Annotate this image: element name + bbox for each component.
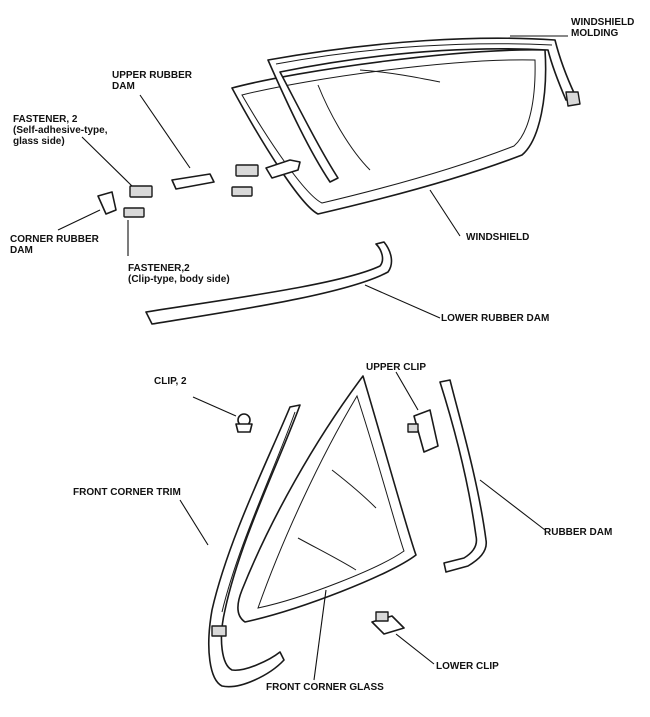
- clip: [235, 413, 253, 433]
- front-corner-glass-label: FRONT CORNER GLASS: [266, 682, 384, 693]
- fastener-glass-side-label-line3: glass side): [13, 136, 65, 147]
- corner-rubber-dam-label: CORNER RUBBER DAM: [10, 234, 99, 256]
- upper-clip: [407, 409, 439, 453]
- windshield-label-text: WINDSHIELD: [466, 232, 530, 243]
- fastener-body-side-label: FASTENER,2 (Clip-type, body side): [128, 263, 230, 285]
- lower-rubber-dam: [145, 241, 393, 325]
- windshield-molding: [267, 37, 581, 183]
- corner-rubber-dam: [97, 191, 117, 215]
- fastener-glass-side-label-line2: (Self-adhesive-type,: [13, 125, 108, 136]
- upper-rubber-dam-label-line1: UPPER RUBBER: [112, 70, 193, 81]
- corner-rubber-dam-label-line2: DAM: [10, 245, 33, 256]
- rubber-dam-label: RUBBER DAM: [544, 527, 612, 538]
- fastener-body-side-label-line1: FASTENER,2: [128, 263, 190, 274]
- upper-rubber-dam-label-line2: DAM: [112, 81, 135, 92]
- front-corner-trim-label: FRONT CORNER TRIM: [73, 487, 181, 498]
- lower-rubber-dam-label-text: LOWER RUBBER DAM: [441, 313, 550, 324]
- windshield-molding-label-line1: WINDSHIELD: [571, 17, 635, 28]
- fastener-glass-side-label: FASTENER, 2 (Self-adhesive-type, glass s…: [13, 114, 107, 147]
- leader-lines: [57, 35, 568, 681]
- windshield-molding-label: WINDSHIELD MOLDING: [571, 17, 634, 39]
- windshield-label: WINDSHIELD: [466, 232, 529, 243]
- front-corner-trim-label-text: FRONT CORNER TRIM: [73, 487, 181, 498]
- upper-rubber-dam-label: UPPER RUBBER DAM: [112, 70, 192, 92]
- fastener-body-side: [123, 186, 253, 218]
- lower-clip-label-text: LOWER CLIP: [436, 661, 499, 672]
- fastener-glass-side: [129, 159, 301, 198]
- upper-clip-label-text: UPPER CLIP: [366, 362, 427, 373]
- windshield-molding-label-line2: MOLDING: [571, 28, 619, 39]
- front-corner-glass-label-text: FRONT CORNER GLASS: [266, 682, 384, 693]
- lower-clip-label: LOWER CLIP: [436, 661, 499, 672]
- front-corner-glass: [237, 375, 417, 623]
- lower-clip: [371, 611, 405, 635]
- front-corner-trim: [208, 404, 301, 688]
- side-rubber-dam: [439, 379, 488, 573]
- upper-rubber-dam: [171, 173, 215, 190]
- windshield: [231, 49, 547, 215]
- lower-rubber-dam-label: LOWER RUBBER DAM: [441, 313, 549, 324]
- fastener-body-side-label-line2: (Clip-type, body side): [128, 274, 230, 285]
- fastener-glass-side-label-line1: FASTENER, 2: [13, 114, 78, 125]
- rubber-dam-label-text: RUBBER DAM: [544, 527, 613, 538]
- corner-rubber-dam-label-line1: CORNER RUBBER: [10, 234, 99, 245]
- upper-clip-label: UPPER CLIP: [366, 362, 426, 373]
- clip-label-text: CLIP, 2: [154, 376, 187, 387]
- clip-label: CLIP, 2: [154, 376, 187, 387]
